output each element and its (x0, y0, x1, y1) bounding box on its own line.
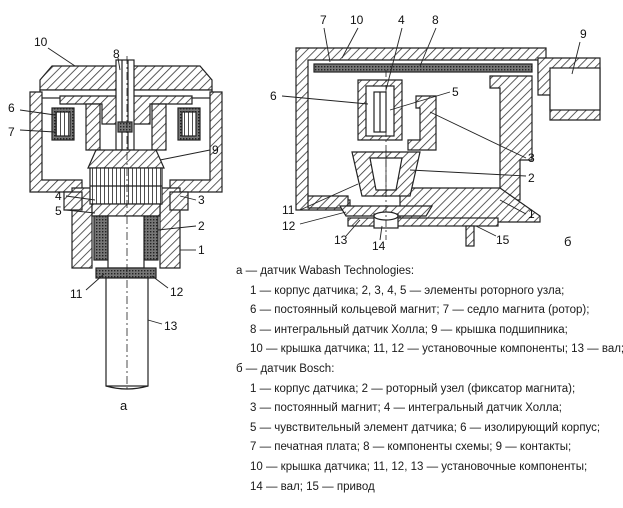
label-b-14: 14 (372, 239, 386, 253)
label-b-12: 12 (282, 219, 296, 233)
label-b-10: 10 (350, 13, 364, 27)
diagram-a-drawing (29, 56, 223, 392)
label-a-5: 5 (55, 204, 62, 218)
label-a-10: 10 (34, 35, 48, 49)
legend-b-line: 1 — корпус датчика; 2 — роторный узел (ф… (250, 382, 576, 395)
legend-a-line: 6 — постоянный кольцевой магнит; 7 — сед… (250, 304, 590, 317)
caption-b: б (564, 234, 571, 249)
label-b-7: 7 (320, 13, 327, 27)
legend-a-line: 10 — крышка датчика; 11, 12 — установочн… (250, 343, 623, 356)
diagram-a-leaders (19, 47, 211, 325)
label-b-4: 4 (398, 13, 405, 27)
diagram-b-leaders (281, 27, 581, 241)
label-a-11: 11 (70, 287, 83, 301)
label-a-4: 4 (55, 189, 62, 203)
label-a-12: 12 (170, 285, 184, 299)
label-b-8: 8 (432, 13, 439, 27)
legend-b-line: 7 — печатная плата; 8 — компоненты схемы… (250, 441, 572, 454)
label-b-15: 15 (496, 233, 510, 247)
label-b-9: 9 (580, 27, 587, 41)
legend-a-line: 1 — корпус датчика; 2, 3, 4, 5 — элемент… (250, 284, 565, 297)
diagram-b-drawing (295, 47, 601, 247)
caption-a: а (120, 398, 128, 413)
legend-a-title: а — датчик Wabash Technologies: (236, 265, 415, 277)
legend-a-line: 8 — интегральный датчик Холла; 9 — крышк… (250, 323, 568, 336)
label-a-7: 7 (8, 125, 15, 139)
label-a-9: 9 (212, 143, 219, 157)
label-b-3: 3 (528, 151, 535, 165)
legend-b-line: 14 — вал; 15 — привод (250, 480, 375, 493)
label-a-13: 13 (164, 319, 178, 333)
label-a-8: 8 (113, 47, 120, 61)
legend-b-line: 5 — чувствительный элемент датчика; 6 — … (250, 421, 601, 434)
label-b-1: 1 (528, 207, 535, 221)
label-b-5: 5 (452, 85, 459, 99)
label-a-6: 6 (8, 101, 15, 115)
label-b-2: 2 (528, 171, 535, 185)
diagram-b-labels: 7 10 4 8 9 6 5 3 2 11 12 1 13 14 15 (270, 13, 587, 253)
legend-b-line: 10 — крышка датчика; 11, 12, 13 — устано… (250, 460, 588, 473)
label-b-11: 11 (282, 203, 295, 217)
diagram-a-labels: 10 8 6 7 9 4 5 3 2 1 11 12 13 (8, 35, 219, 333)
label-a-3: 3 (198, 193, 205, 207)
label-a-2: 2 (198, 219, 205, 233)
label-b-13: 13 (334, 233, 348, 247)
legend-b-title: б — датчик Bosch: (236, 362, 335, 375)
legend-b-line: 3 — постоянный магнит; 4 — интегральный … (250, 402, 562, 415)
label-a-1: 1 (198, 243, 205, 257)
label-b-6: 6 (270, 89, 277, 103)
legend: а — датчик Wabash Technologies: 1 — корп… (236, 262, 623, 497)
